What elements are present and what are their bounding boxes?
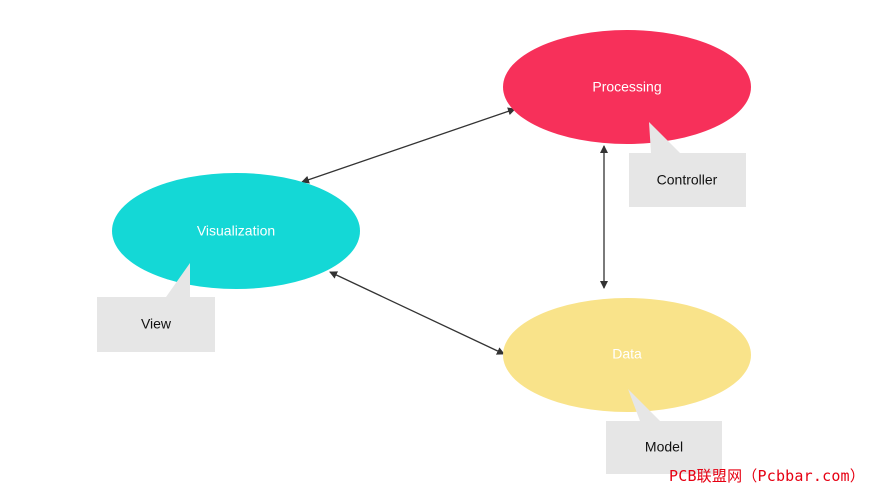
visualization-label: Visualization [197,223,275,239]
controller-callout-box [629,122,746,207]
visualization-node: Visualization [112,173,360,289]
view-label: View [141,316,172,332]
data-label: Data [612,346,642,362]
arrow-visualization-data [329,271,505,355]
controller-callout: Controller [629,122,746,207]
view-callout: View [97,263,215,352]
processing-node: Processing [503,30,751,144]
processing-label: Processing [592,79,661,95]
model-label: Model [645,439,683,455]
model-callout: Model [606,389,722,474]
view-callout-box [97,263,215,352]
data-node: Data [503,298,751,412]
model-callout-box [606,389,722,474]
controller-label: Controller [657,172,718,188]
data-ellipse [503,298,751,412]
visualization-ellipse [112,173,360,289]
processing-ellipse [503,30,751,144]
site-watermark: PCB联盟网（Pcbbar.com） [668,467,865,485]
arrow-visualization-processing [301,107,516,184]
